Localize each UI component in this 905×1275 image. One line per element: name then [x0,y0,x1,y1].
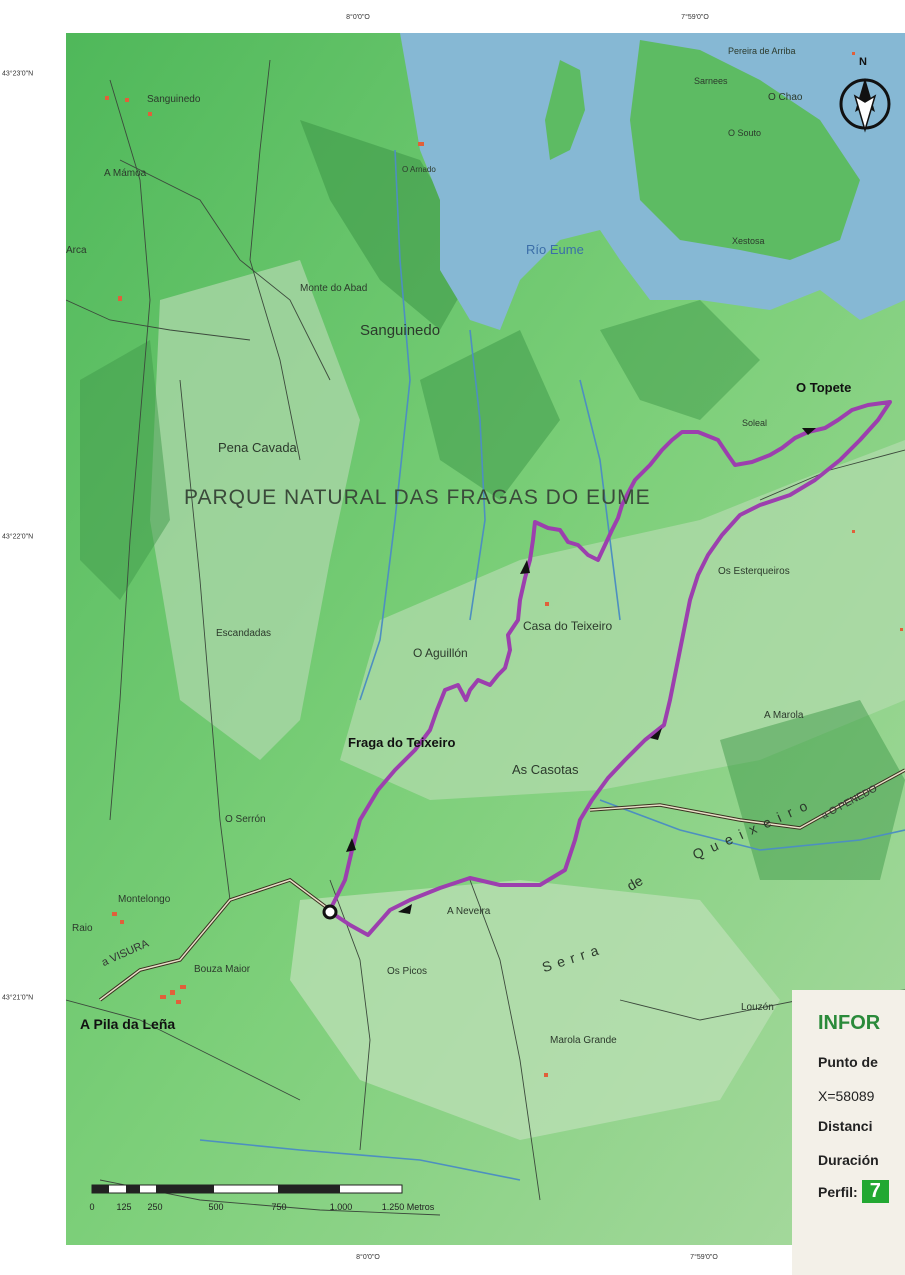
island-land [545,60,585,160]
ridge-shade [600,300,760,420]
label-a-mamoa: A Mámoa [104,168,147,179]
label-o-chao: O Chao [768,92,803,103]
info-punto-text: Punto de [818,1054,878,1070]
scale-tick-125: 125 [116,1202,132,1212]
label-monte-do-abad: Monte do Abad [300,283,368,294]
label-pena-cavada: Pena Cavada [218,440,297,455]
stream [199,1139,521,1181]
info-x-coordinate: X=58089 [818,1088,875,1104]
plateau-area [340,440,905,800]
ridge-shade [420,330,560,500]
label-bouza-maior: Bouza Maior [194,964,251,975]
info-duracion-label: Duración [818,1152,879,1168]
route-info-panel: INFOR Punto de X=58089 Distanci Duración… [792,990,905,1275]
label-fraga-do-teixeiro: Fraga do Teixeiro [348,735,456,750]
label-marola-grande: Marola Grande [550,1035,617,1046]
label-north: N [859,56,867,68]
scale-tick-0: 0 [89,1202,95,1212]
building-markers [105,52,903,1077]
info-distancia-label: Distanci [818,1118,872,1134]
route-start-point[interactable] [322,904,338,920]
label-soleal: Soleal [742,418,768,428]
road-o-penedo-inner [589,769,905,829]
label-sanguinedo: Sanguinedo [360,322,441,339]
label-sanguinedo-top: Sanguinedo [147,94,201,105]
route-direction-arrows [346,428,816,914]
label-os-picos: Os Picos [387,966,428,977]
label-montelongo: Montelongo [118,894,171,905]
road-a-visura-inner [99,879,331,1001]
label-o-aguillon: O Aguillón [413,646,468,660]
label-xestosa: Xestosa [732,236,765,246]
label-o-serron: O Serrón [225,814,266,825]
longitude-label-bottom-1: 8°0'0"O [356,1254,380,1261]
label-a-neveira: A Neveira [447,906,491,917]
north-arrow-icon [839,78,891,133]
label-park-name: PARQUE NATURAL DAS FRAGAS DO EUME [184,486,651,509]
perfil-badge: 7 [861,1180,889,1203]
info-distancia-text: Distanci [818,1118,873,1134]
label-escandadas: Escandadas [216,628,272,639]
info-punto-label: Punto de [818,1054,878,1070]
peninsula-land [630,40,860,260]
latitude-label-1: 43°23'0"N [2,70,34,78]
label-arca: Arca [66,245,87,256]
scale-tick-500: 500 [208,1202,224,1212]
scale-tick-1250: 1.250 Metros [381,1202,435,1212]
ridge-shade [80,340,170,600]
ridge-shade [300,120,480,330]
scale-tick-750: 750 [271,1202,287,1212]
plateau-area [290,880,780,1140]
stream [469,329,486,621]
info-perfil-label: Perfil: [818,1184,858,1200]
label-a-pila-da-lena: A Pila da Leña [80,1016,176,1032]
label-louzon: Louzón [741,1002,774,1013]
longitude-label-bottom-2: 7°59'0"O [690,1254,718,1261]
label-o-topete: O Topete [796,380,852,395]
info-perfil-row: Perfil:7 [818,1180,889,1203]
latitude-label-2: 43°22'0"N [2,533,34,541]
stream [599,799,905,851]
scale-tick-1000: 1.000 [329,1202,353,1212]
label-os-esterqueiros: Os Esterqueiros [718,566,790,577]
label-as-casotas: As Casotas [512,762,579,777]
latitude-label-3: 43°21'0"N [2,994,34,1002]
stream [579,379,621,621]
info-duracion-text: Duración [818,1152,879,1168]
label-casa-do-teixeiro: Casa do Teixeiro [523,619,613,633]
info-title: INFOR [818,1012,881,1034]
label-a-marola: A Marola [764,710,804,721]
longitude-label-top-1: 8°0'0"O [346,14,370,21]
label-pereira-de-arriba: Pereira de Arriba [728,46,796,56]
longitude-label-top-2: 7°59'0"O [681,14,709,21]
scale-bar [91,1184,403,1194]
label-sarnees: Sarnees [694,76,728,86]
hiking-route[interactable] [328,400,892,937]
label-rio-eume: Río Eume [526,242,584,257]
label-raio: Raio [72,923,93,934]
stream [359,149,411,701]
label-o-souto: O Souto [728,128,762,138]
label-o-arnado: O Arnado [402,165,436,174]
plateau-area [150,260,360,760]
ridge-shade [720,700,905,880]
scale-tick-250: 250 [147,1202,163,1212]
